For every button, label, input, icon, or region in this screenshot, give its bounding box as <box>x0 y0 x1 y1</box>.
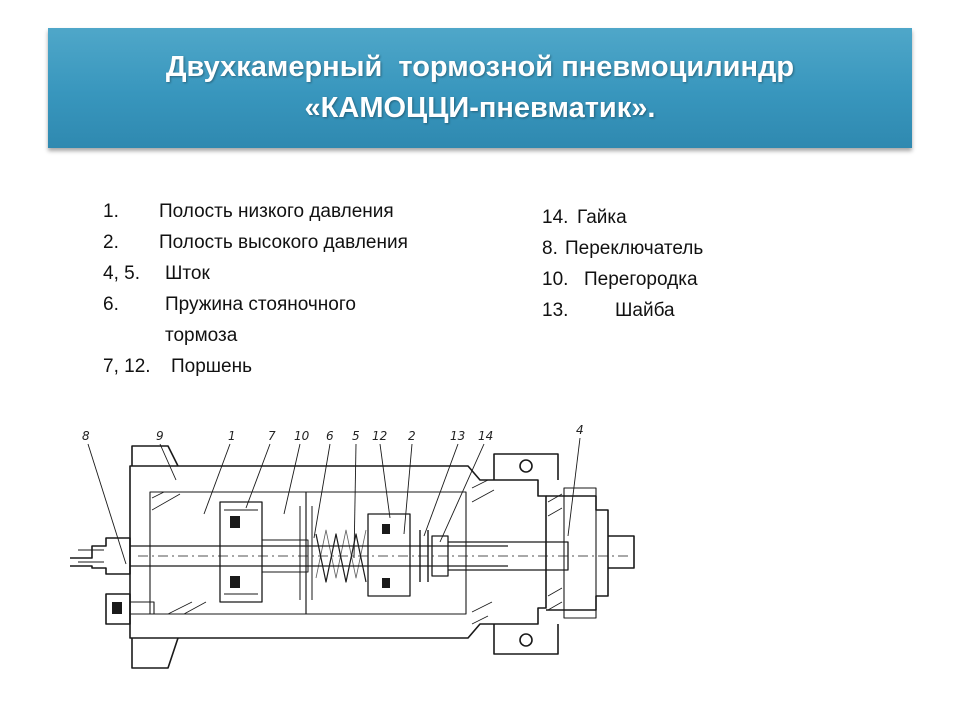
nut <box>431 535 449 577</box>
washer <box>419 530 429 582</box>
piston-7 <box>219 501 263 603</box>
legend-item: 14. Гайка <box>542 202 902 233</box>
legend-number: 1. <box>103 201 119 222</box>
housing-inner <box>149 491 467 615</box>
callout-label: 1 <box>228 429 236 443</box>
legend-number: 10. <box>542 269 569 290</box>
legend-item: 8. Переключатель <box>542 233 902 264</box>
legend-item: 10. Перегородка <box>542 264 902 295</box>
switch-body <box>105 593 131 625</box>
output-stem <box>448 541 569 571</box>
callout-label: 14 <box>478 429 493 443</box>
legend-item: 7, 12. Поршень <box>103 351 503 382</box>
parking-spring <box>315 533 367 583</box>
legend-number: 7, 12. <box>103 356 151 377</box>
legend-number: 2. <box>103 232 119 253</box>
callout-label: 12 <box>372 429 387 443</box>
legend-label: Перегородка <box>584 269 698 290</box>
legend-item: 6. Пружина стояночного <box>103 289 503 320</box>
inlet-fitting <box>70 537 131 575</box>
legend-number: 4, 5. <box>103 263 140 284</box>
legend-right: 14. Гайка 8. Переключатель 10. Перегород… <box>542 202 902 326</box>
left-lug-top <box>131 445 179 467</box>
legend-label: Шайба <box>615 300 675 321</box>
legend-number: 6. <box>103 294 119 315</box>
legend-item: 1. Полость низкого давления <box>103 196 503 227</box>
end-head <box>546 495 609 611</box>
output-rod <box>608 535 635 569</box>
legend-item: тормоза <box>103 320 503 351</box>
legend-label: Поршень <box>171 356 252 377</box>
legend-label: Полость низкого давления <box>159 201 394 222</box>
callout-label: 6 <box>326 429 334 443</box>
slide-title-line-2: «КАМОЦЦИ-пневматик». <box>304 92 656 124</box>
piston-12 <box>367 513 411 597</box>
callout-label: 10 <box>294 429 310 443</box>
right-bracket-top <box>493 453 559 480</box>
callout-label: 13 <box>450 429 465 443</box>
piston-rod <box>130 545 508 567</box>
callout-label: 4 <box>576 423 584 437</box>
legend-label: Гайка <box>577 207 627 228</box>
callout-label: 9 <box>156 429 164 443</box>
cylinder-drawing: 8 9 1 7 10 6 5 12 2 13 14 4 <box>68 418 820 690</box>
legend-label: Полость высокого давления <box>159 232 408 253</box>
legend-label: Переключатель <box>565 238 704 259</box>
callout-label: 7 <box>268 429 276 443</box>
legend-left: 1. Полость низкого давления 2. Полость в… <box>103 196 503 382</box>
housing-outline <box>129 465 547 639</box>
legend-number: 8. <box>542 238 558 259</box>
legend-item: 13. Шайба <box>542 295 902 326</box>
callout-label: 5 <box>352 429 360 443</box>
callout-label: 8 <box>82 429 90 443</box>
legend-number: 13. <box>542 300 569 321</box>
callout-label: 2 <box>408 429 416 443</box>
end-flange <box>563 487 597 619</box>
legend-item: 2. Полость высокого давления <box>103 227 503 258</box>
legend-number: 14. <box>542 207 569 228</box>
slide-title-line-1: Двухкамерный тормозной пневмоцилиндр <box>165 51 795 83</box>
legend-item: 4, 5. Шток <box>103 258 503 289</box>
legend-label: тормоза <box>165 325 238 346</box>
right-bracket-bottom <box>493 624 559 655</box>
title-banner: Двухкамерный тормозной пневмоцилиндр «КА… <box>48 28 912 148</box>
left-lug-bottom <box>131 637 179 669</box>
legend-label: Шток <box>165 263 210 284</box>
legend-label: Пружина стояночного <box>165 294 356 315</box>
cylinder-cross-section: 8 9 1 7 10 6 5 12 2 13 14 4 <box>70 423 635 669</box>
